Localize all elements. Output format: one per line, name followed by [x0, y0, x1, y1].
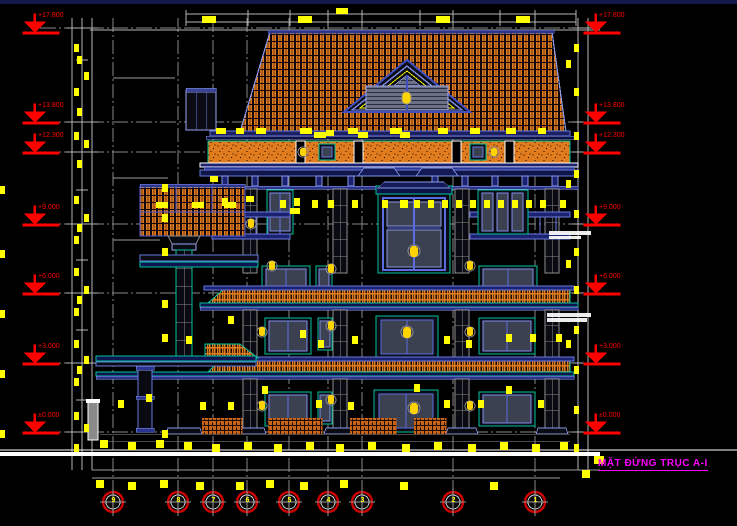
elevation-label-right-7: ±0.000 [599, 412, 621, 419]
elevation-label-left-1: +17.800 [38, 12, 64, 19]
elevation-label-left-3: +12.300 [38, 132, 64, 139]
grid-bubble-label-5[interactable]: 5 [287, 497, 292, 504]
elevation-label-left-4: +9.000 [38, 204, 60, 211]
elevation-label-left-7: ±0.000 [38, 412, 60, 419]
elevation-label-right-5: +6.000 [599, 273, 621, 280]
elevation-label-left-6: +3.000 [38, 343, 60, 350]
grid-bubble-label-7[interactable]: 7 [211, 497, 216, 504]
elevation-label-right-4: +9.000 [599, 204, 621, 211]
grid-bubble-label-1[interactable]: 1 [533, 497, 538, 504]
elevation-label-right-3: +12.300 [599, 132, 625, 139]
grid-bubble-label-6[interactable]: 6 [245, 497, 250, 504]
drawing-title: MẶT ĐỨNG TRỤC A-I [598, 458, 708, 471]
grid-bubble-label-4[interactable]: 4 [326, 497, 331, 504]
window-top-strip [0, 0, 737, 4]
elevation-label-right-2: +13.800 [599, 102, 625, 109]
grid-bubble-label-3[interactable]: 3 [360, 497, 365, 504]
grid-bubble-label-2[interactable]: 2 [451, 497, 456, 504]
elevation-label-right-1: +17.800 [599, 12, 625, 19]
grid-bubble-label-9[interactable]: 9 [111, 497, 116, 504]
elevation-label-left-2: +13.800 [38, 102, 64, 109]
grid-bubble-label-8[interactable]: 8 [176, 497, 181, 504]
elevation-label-right-6: +3.000 [599, 343, 621, 350]
elevation-label-left-5: +6.000 [38, 273, 60, 280]
